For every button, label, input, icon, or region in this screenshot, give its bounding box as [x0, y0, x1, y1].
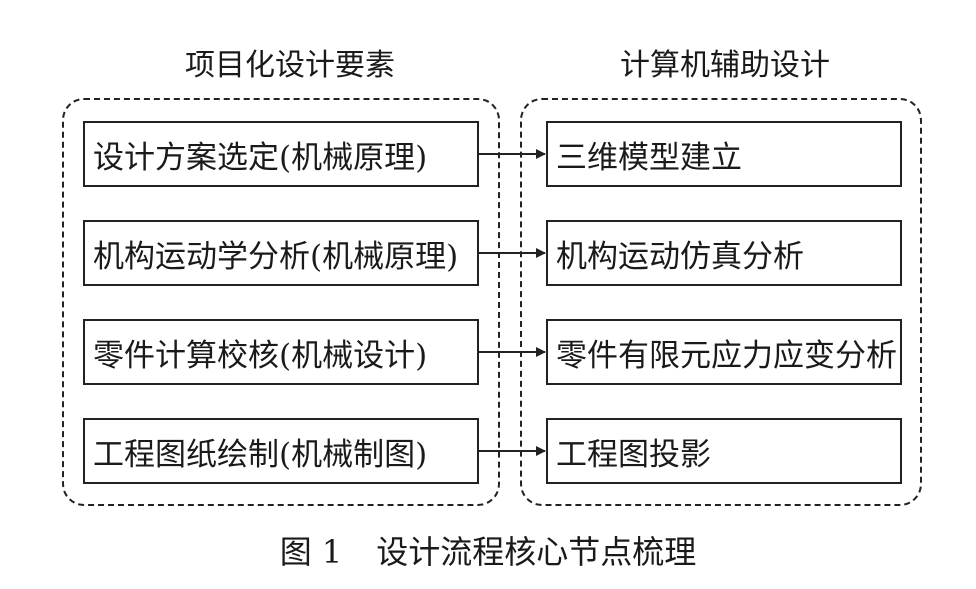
right-node-motion-simulation: 机构运动仿真分析 — [546, 220, 902, 286]
left-node-kinematics-analysis: 机构运动学分析(机械原理) — [83, 220, 479, 286]
left-node-part-check: 零件计算校核(机械设计) — [83, 319, 479, 385]
left-group-title: 项目化设计要素 — [185, 48, 395, 83]
left-group-frame — [62, 98, 500, 506]
left-node-design-scheme: 设计方案选定(机械原理) — [83, 121, 479, 187]
right-group-frame — [520, 98, 922, 506]
right-group-title: 计算机辅助设计 — [620, 48, 830, 83]
right-node-3d-model: 三维模型建立 — [546, 121, 902, 187]
right-node-drawing-projection: 工程图投影 — [546, 418, 902, 484]
left-node-drawing: 工程图纸绘制(机械制图) — [83, 418, 479, 484]
figure-caption-text: 设计流程核心节点梳理 — [376, 533, 697, 571]
figure-caption: 图 1 设计流程核心节点梳理 — [0, 530, 976, 574]
right-node-fea-analysis: 零件有限元应力应变分析 — [546, 319, 902, 385]
figure-label: 图 1 — [279, 533, 343, 571]
